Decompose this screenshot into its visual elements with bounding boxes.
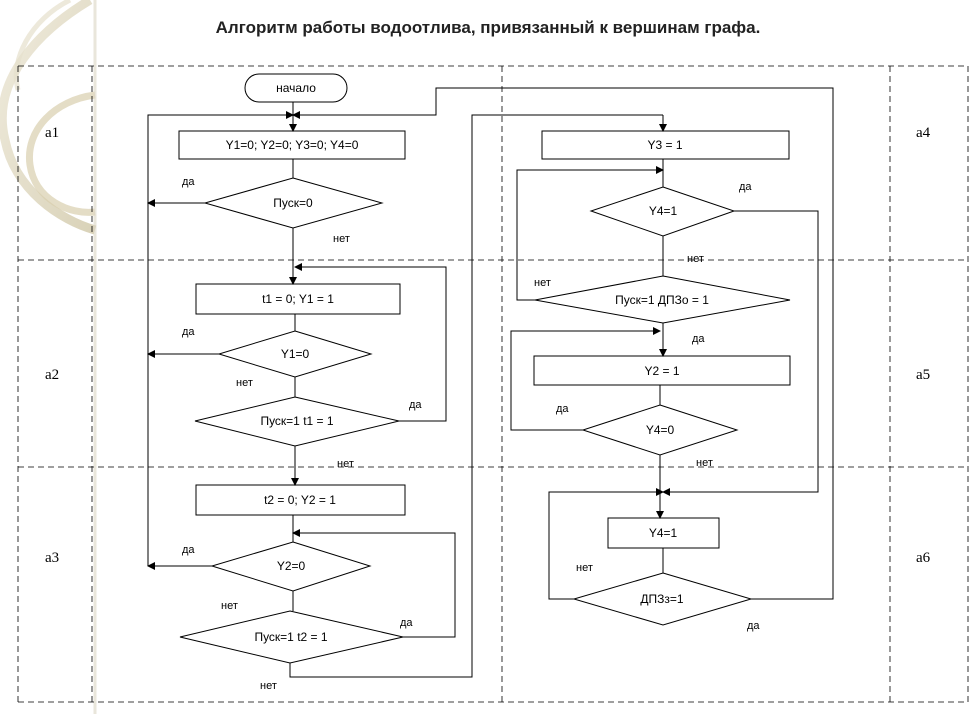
y1-0-label: Y1=0 — [281, 347, 310, 361]
page-title: Алгоритм работы водоотлива, привязанный … — [215, 18, 761, 37]
pusk-dpzo-label: Пуск=1 ДПЗо = 1 — [615, 293, 709, 307]
branch-no: нет — [534, 277, 551, 289]
y4-0-label: Y4=0 — [646, 423, 675, 437]
branch-yes: да — [747, 620, 760, 632]
t1set-label: t1 = 0; Y1 = 1 — [262, 292, 334, 306]
dpzz-label: ДПЗз=1 — [640, 592, 684, 606]
branch-yes: да — [409, 399, 422, 411]
start-terminal — [244, 73, 348, 103]
branch-no: нет — [337, 458, 354, 470]
branch-yes: да — [182, 326, 195, 338]
y4-1-a-label: Y4=1 — [649, 204, 678, 218]
zone-grid — [17, 65, 969, 703]
init-block — [178, 130, 406, 160]
branch-yes: да — [556, 403, 569, 415]
branch-no: нет — [687, 253, 704, 265]
zone-label-a4: а4 — [916, 125, 931, 141]
pusk-t2-label: Пуск=1 t2 = 1 — [254, 630, 327, 644]
branch-no: нет — [260, 680, 277, 692]
branch-no: нет — [576, 562, 593, 574]
zone-label-a5: а5 — [916, 367, 930, 383]
branch-yes: да — [182, 544, 195, 556]
init-label: Y1=0; Y2=0; Y3=0; Y4=0 — [226, 138, 359, 152]
branch-yes: да — [182, 176, 195, 188]
t2set-label: t2 = 0; Y2 = 1 — [264, 493, 336, 507]
branch-yes: да — [739, 181, 752, 193]
y4-1-block — [607, 517, 720, 549]
zone-label-a6: а6 — [916, 550, 931, 566]
y2-1-block — [533, 355, 791, 386]
start-label: начало — [276, 81, 316, 95]
y3-1-block — [541, 130, 790, 160]
pusk0-label: Пуск=0 — [273, 196, 313, 210]
zone-label-a1: а1 — [45, 125, 59, 141]
decorative-swirl — [0, 0, 100, 714]
y2-1-label: Y2 = 1 — [644, 364, 679, 378]
t1set-block — [195, 283, 401, 315]
t2set-block — [195, 484, 406, 516]
y4-1-b-label: Y4=1 — [649, 526, 678, 540]
branch-yes: да — [400, 617, 413, 629]
zone-label-a2: а2 — [45, 367, 59, 383]
y3-1-label: Y3 = 1 — [647, 138, 682, 152]
y2-0-label: Y2=0 — [277, 559, 306, 573]
pusk-t1-label: Пуск=1 t1 = 1 — [260, 414, 333, 428]
branch-no: нет — [696, 457, 713, 469]
dpzz-decision — [572, 572, 753, 626]
branch-no: нет — [333, 233, 350, 245]
branch-no: нет — [221, 600, 238, 612]
branch-yes: да — [692, 333, 705, 345]
branch-no: нет — [236, 377, 253, 389]
zone-label-a3: а3 — [45, 550, 59, 566]
